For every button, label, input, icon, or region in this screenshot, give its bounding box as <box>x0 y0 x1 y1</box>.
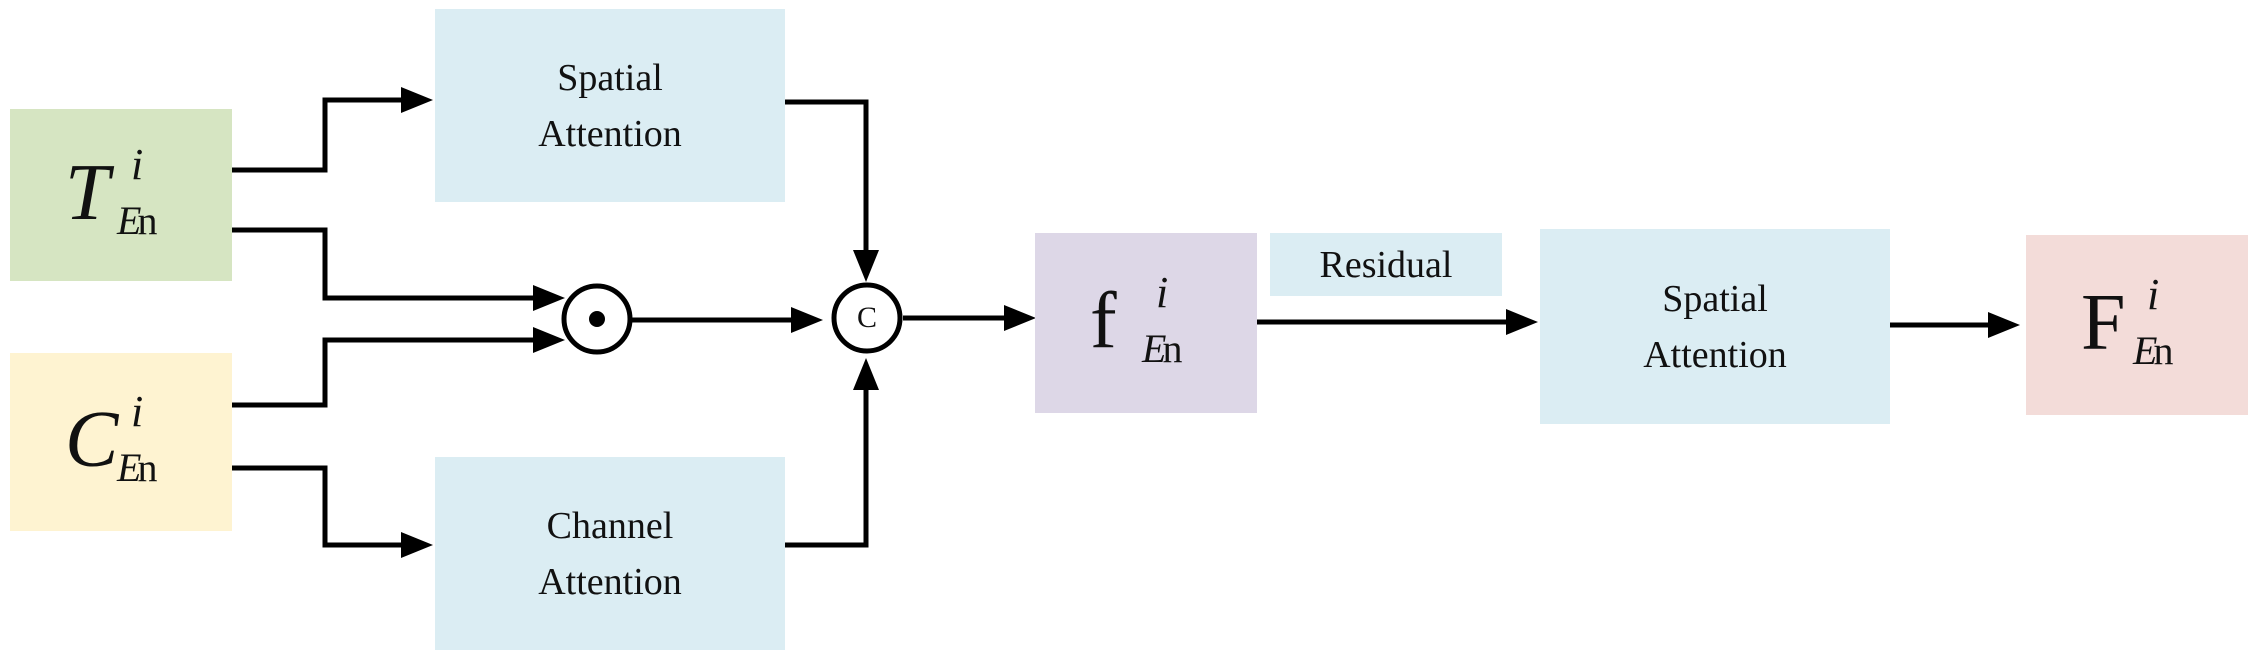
arrowhead-output <box>1988 312 2020 338</box>
arrowhead-concat-top <box>853 250 879 282</box>
f-en-superscript: i <box>1156 268 1169 317</box>
concat-label-text: C <box>856 301 877 334</box>
t-en-sub-n: n <box>137 198 158 243</box>
f-en-block: f i En <box>1035 233 1257 413</box>
residual-label-block: Residual <box>1270 233 1502 296</box>
spatial-attention-right-block: Spatial Attention <box>1540 229 1890 424</box>
residual-label: Residual <box>1319 243 1453 286</box>
c-en-math-label: C i En <box>51 387 191 497</box>
t-to-product-connector <box>232 227 535 301</box>
concat-operator-label: C <box>834 285 900 351</box>
output-f-en-block: F i En <box>2026 235 2248 415</box>
spatial-attention-right-line2: Attention <box>1643 333 1787 376</box>
spatial-attention-top-line1: Spatial <box>557 56 663 99</box>
t-en-sub-e: E <box>117 198 142 243</box>
output-f-en-base: F <box>2081 279 2126 367</box>
f-en-math-label: f i En <box>1076 268 1216 378</box>
concat-operator <box>831 282 903 354</box>
output-f-en-sub-e: E <box>2133 328 2158 373</box>
channel-attention-block: Channel Attention <box>435 457 785 650</box>
t-en-subscript: En <box>117 198 157 244</box>
arrowhead-spatial-attention-top <box>401 87 433 113</box>
t-en-math-label: T i En <box>51 140 191 250</box>
c-en-subscript: En <box>117 445 157 491</box>
hadamard-product-operator <box>561 283 633 355</box>
input-c-en-block: C i En <box>10 353 232 531</box>
spatial-attention-to-concat-connector <box>785 99 869 252</box>
output-f-en-sub-n: n <box>2153 328 2174 373</box>
spatial-attention-right-line1: Spatial <box>1662 277 1768 320</box>
input-t-en-block: T i En <box>10 109 232 281</box>
output-f-en-subscript: En <box>2133 328 2173 374</box>
c-to-product-connector <box>232 337 535 408</box>
product-dot-icon <box>589 311 605 327</box>
channel-attention-line1: Channel <box>546 504 674 547</box>
spatial-attention-top-line2: Attention <box>538 112 682 155</box>
f-en-sub-n: n <box>1162 326 1183 371</box>
arrowhead-spatial-attention-right <box>1506 309 1538 335</box>
arrowhead-concat-left <box>791 307 823 333</box>
spatial-attention-top-block: Spatial Attention <box>435 9 785 202</box>
channel-attention-line2: Attention <box>538 560 682 603</box>
c-en-sub-n: n <box>137 445 158 490</box>
arrowhead-f <box>1004 305 1036 331</box>
t-en-base: T <box>65 149 110 237</box>
channel-attention-to-concat-connector <box>785 388 869 548</box>
output-f-en-math-label: F i En <box>2067 270 2207 380</box>
t-to-spatial-attention-connector <box>232 97 405 173</box>
c-to-channel-attention-connector <box>232 465 405 548</box>
c-en-superscript: i <box>131 387 144 436</box>
c-en-base: C <box>65 396 119 484</box>
arrowhead-product-upper <box>533 285 565 311</box>
f-en-subscript: En <box>1142 326 1182 372</box>
arrowhead-channel-attention <box>401 532 433 558</box>
arrowhead-concat-bottom <box>853 358 879 390</box>
arrowhead-product-lower <box>533 327 565 353</box>
output-f-en-superscript: i <box>2147 270 2160 319</box>
t-en-superscript: i <box>131 140 144 189</box>
f-en-sub-e: E <box>1142 326 1167 371</box>
c-en-sub-e: E <box>117 445 142 490</box>
f-en-base: f <box>1090 277 1117 365</box>
